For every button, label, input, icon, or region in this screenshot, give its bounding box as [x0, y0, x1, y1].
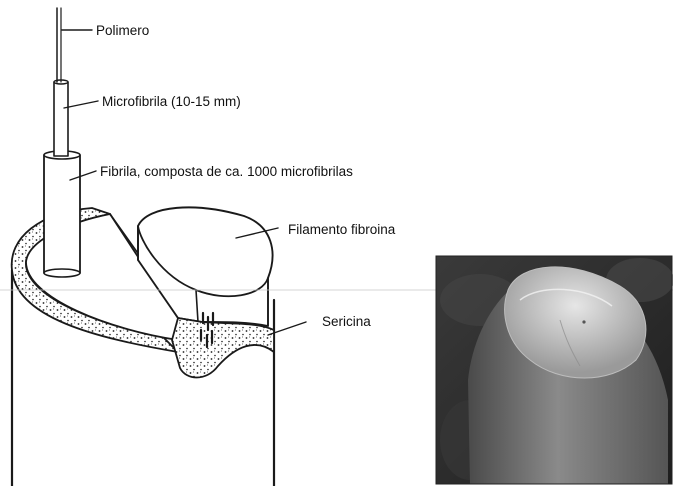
- sem-micrograph-photo: [436, 256, 673, 484]
- label-fibrila: Fibrila, composta de ca. 1000 microfibri…: [100, 164, 353, 179]
- fibril-cylinder: [44, 151, 80, 277]
- label-sericina: Sericina: [322, 314, 371, 329]
- silk-fiber-cross-section-drawing: [12, 8, 306, 486]
- label-polimero: Polimero: [96, 23, 149, 38]
- label-microfibrila: Microfibrila (10-15 mm): [102, 94, 241, 109]
- label-filamento-fibroina: Filamento fibroina: [288, 222, 396, 237]
- microfibril-cylinder: [54, 80, 68, 156]
- sericin-under-filament: [172, 318, 274, 378]
- leader-microfibrila: [64, 101, 98, 108]
